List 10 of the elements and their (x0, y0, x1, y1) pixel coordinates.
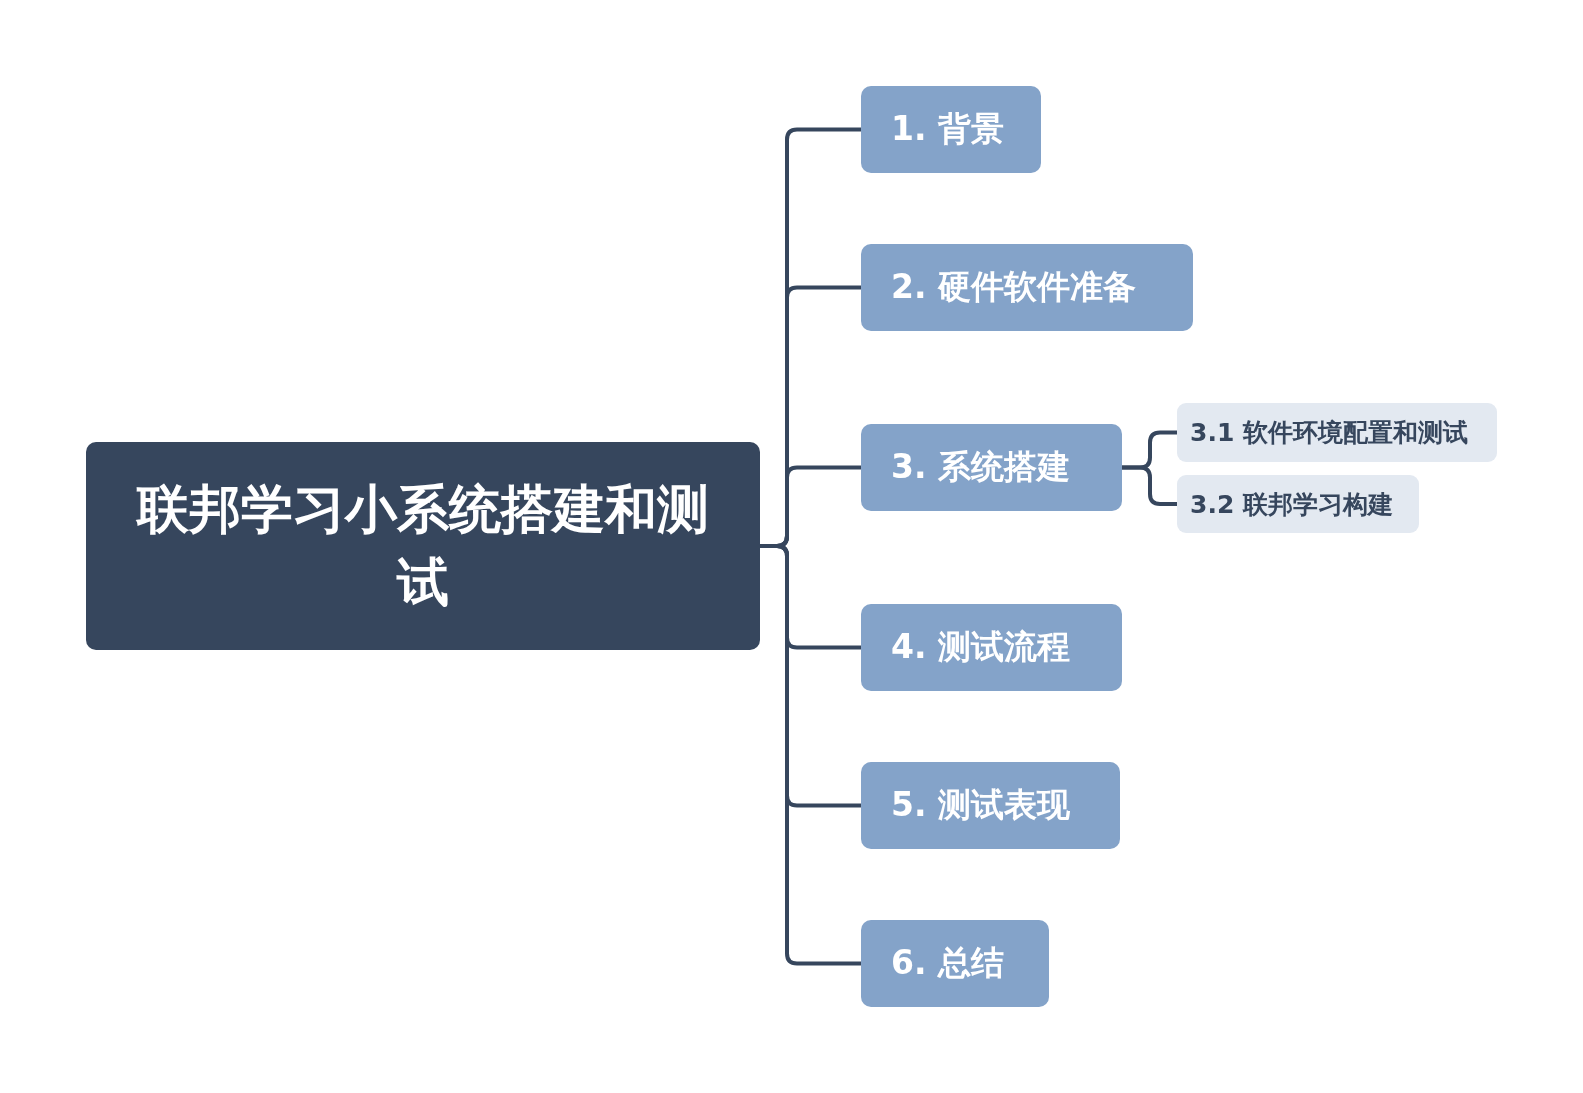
topic-box: 4. 测试流程 (861, 604, 1122, 691)
topic-box: 5. 测试表现 (861, 762, 1120, 849)
subtopic-box: 3.1 软件环境配置和测试 (1177, 403, 1497, 462)
topic-box: 3. 系统搭建 (861, 424, 1122, 511)
subtopic-box: 3.2 联邦学习构建 (1177, 475, 1419, 533)
topic-box: 6. 总结 (861, 920, 1049, 1007)
connector-line (760, 544, 861, 966)
topic-box: 2. 硬件软件准备 (861, 244, 1193, 331)
topic-box: 1. 背景 (861, 86, 1041, 173)
topic-box: 联邦学习小系统搭建和测试 (86, 442, 760, 650)
